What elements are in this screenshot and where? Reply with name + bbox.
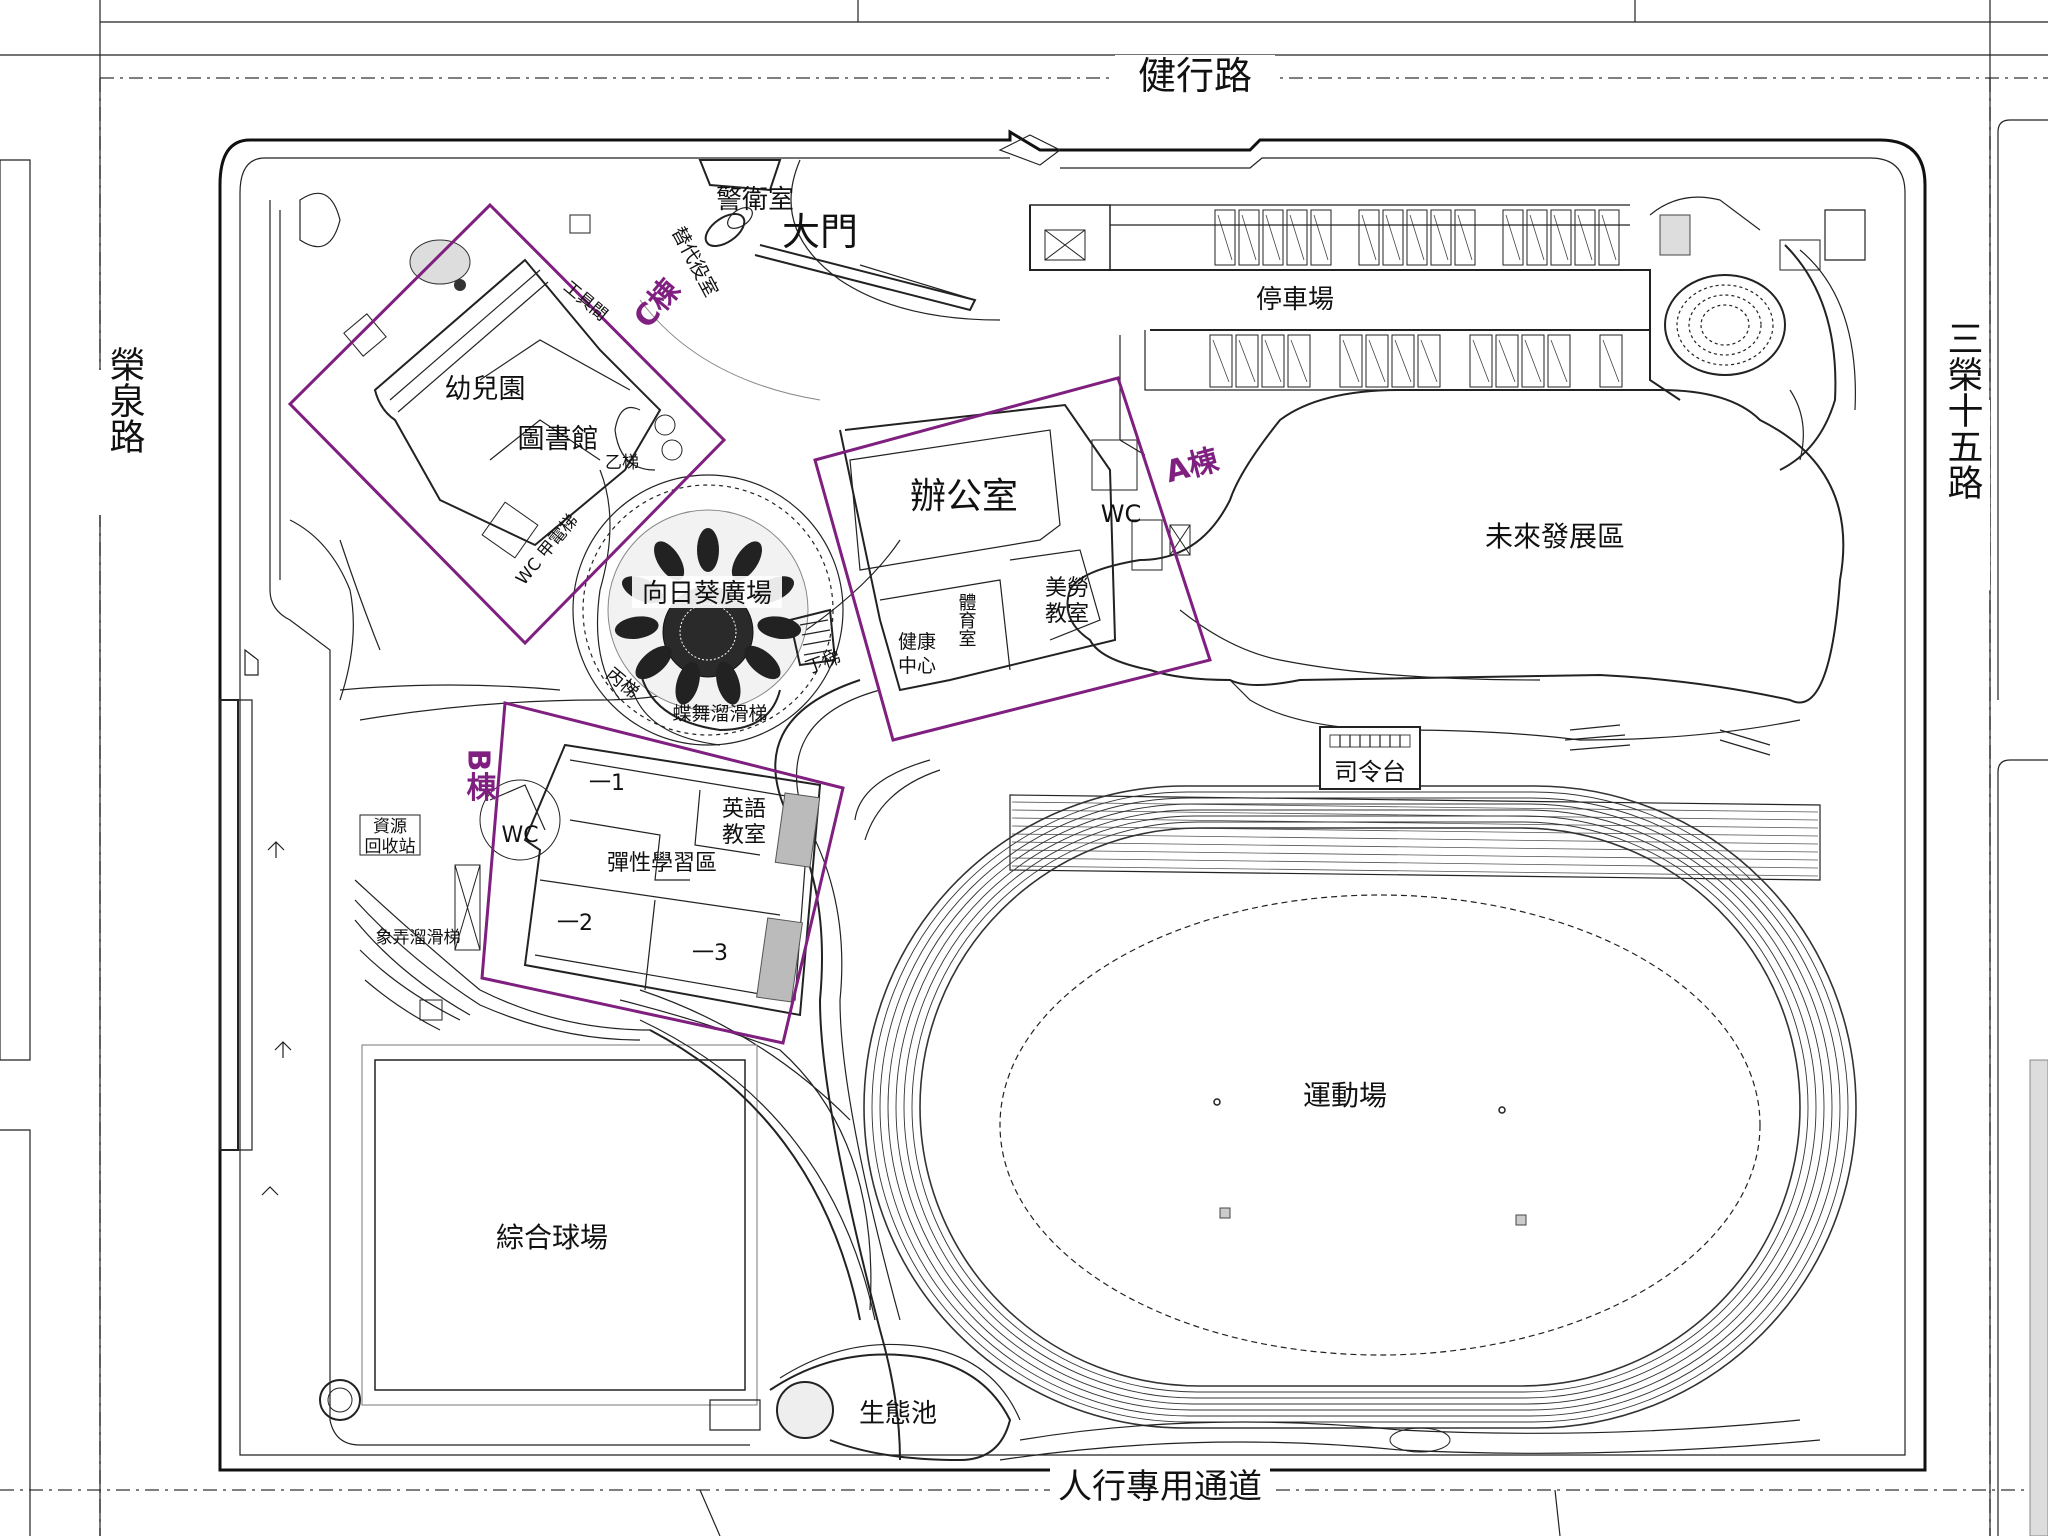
art-room-text: 美勞教室	[1045, 576, 1089, 627]
road-north: 健行路	[1115, 54, 1275, 98]
labels: 健行路 榮泉路 三榮十五路 人行專用通道 警衛室 替代役室 大門 停車場 未來發…	[96, 54, 1990, 1507]
road-label-east: 三榮十五路	[1942, 320, 1983, 500]
flex-area-label: 彈性學習區	[607, 851, 717, 876]
road-south: 人行專用通道	[1050, 1465, 1270, 1507]
eco-pond	[319, 1343, 1821, 1462]
main-gate-area	[639, 134, 1062, 401]
b-building-plan	[479, 743, 822, 1017]
c-building-plan	[299, 192, 683, 559]
parking-lot	[1029, 204, 1681, 401]
english-room-text: 英語教室	[722, 797, 766, 848]
west-lane	[219, 648, 292, 1196]
c-building-tag: C棟	[627, 272, 688, 335]
podium-label: 司令台	[1334, 758, 1406, 786]
west-slide-area	[354, 814, 651, 1041]
a-building-outline	[813, 376, 1212, 742]
guard-room-label: 警衛室	[716, 185, 794, 215]
b-wc-label: WC	[501, 823, 538, 848]
parking-stalls-south	[1209, 334, 1623, 388]
building-outlines	[287, 202, 1212, 1045]
road-west: 榮泉路	[96, 346, 152, 515]
stair-b-label: 乙梯	[605, 453, 639, 473]
recycle-station-text: 資源回收站	[365, 817, 416, 857]
c-building-outline	[287, 202, 727, 646]
road-label-south: 人行專用通道	[1058, 1467, 1262, 1507]
parking-stalls-north	[1214, 209, 1620, 266]
recycle-station-label: 資源回收站	[365, 817, 416, 857]
podium	[1319, 724, 1771, 790]
a-wc-label: WC	[1101, 500, 1142, 528]
c-wc-label: WC	[512, 554, 546, 589]
room3-label: 一3	[692, 941, 728, 966]
elephant-slide-label: 象弄溜滑梯	[376, 928, 461, 948]
library-label: 圖書館	[518, 424, 599, 455]
butterfly-slide-label: 蝶舞溜滑梯	[672, 703, 767, 725]
road-label-north: 健行路	[1138, 54, 1252, 98]
future-area-label: 未來發展區	[1485, 520, 1625, 553]
a-building-tag: A棟	[1162, 442, 1223, 490]
pe-room-label: 體育室	[956, 593, 977, 647]
office-label: 辦公室	[910, 476, 1018, 517]
future-development-area	[1066, 389, 1845, 741]
b-building-outline	[480, 701, 845, 1045]
site-boundary	[218, 129, 1927, 1472]
stair-d-label: 丁梯	[803, 647, 844, 679]
elevator-label: 甲電梯	[534, 511, 582, 563]
road-label-west: 榮泉路	[104, 346, 145, 454]
main-gate-label: 大門	[782, 210, 858, 254]
kindergarten-label: 幼兒園	[445, 374, 526, 405]
ball-court	[361, 1019, 876, 1406]
ne-amphitheater	[1649, 196, 1866, 471]
health-center-label: 健康中心	[898, 631, 936, 677]
tool-room-label: 工具間	[559, 277, 611, 325]
parking-label: 停車場	[1256, 285, 1334, 315]
road-east: 三榮十五路	[1934, 320, 1990, 590]
english-room-label: 英語教室	[722, 797, 766, 848]
art-room-label: 美勞教室	[1045, 576, 1089, 627]
sports-field-label: 運動場	[1303, 1079, 1387, 1112]
b-building-tag: B棟	[461, 749, 497, 802]
sunflower-plaza-label: 向日葵廣場	[642, 579, 772, 609]
room2-label: 一2	[557, 911, 593, 936]
eco-pond-label: 生態池	[859, 1399, 937, 1429]
ball-court-label: 綜合球場	[496, 1221, 608, 1254]
health-center-text: 健康中心	[898, 631, 936, 677]
room1-label: 一1	[589, 771, 625, 796]
